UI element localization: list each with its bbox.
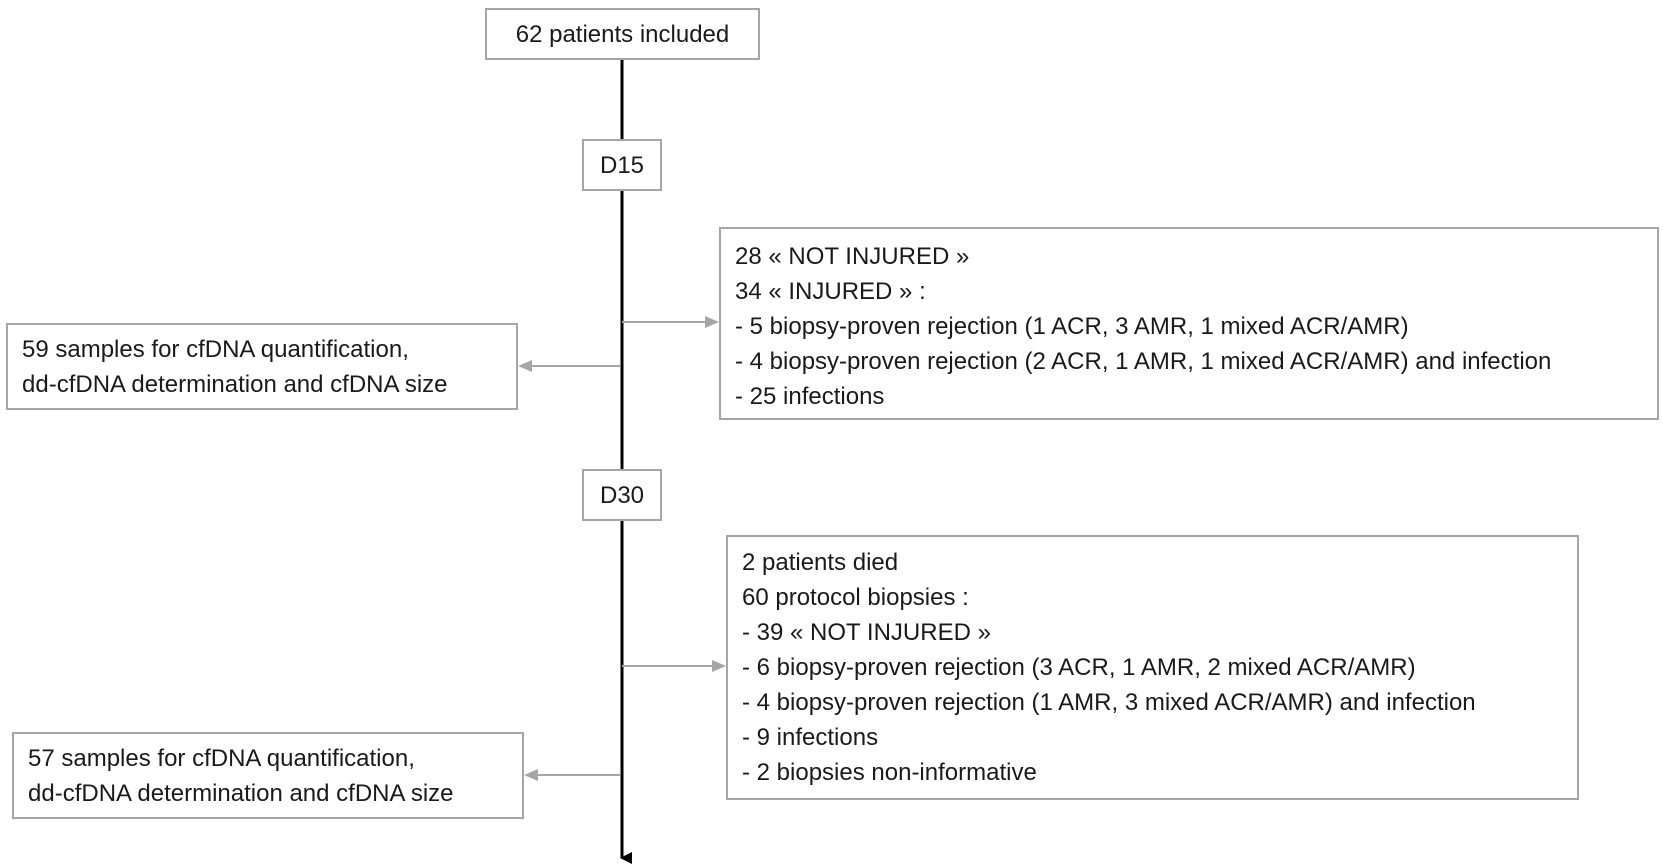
d15-samples-line: 59 samples for cfDNA quantification, (22, 336, 409, 363)
node-d30-outcomes: 2 patients died 60 protocol biopsies : -… (726, 535, 1579, 800)
d30-outcomes-line: - 4 biopsy-proven rejection (1 AMR, 3 mi… (742, 689, 1476, 716)
node-d15-label: D15 (599, 151, 645, 179)
d15-samples-line: dd-cfDNA determination and cfDNA size (22, 371, 448, 398)
node-d15-outcomes: 28 « NOT INJURED » 34 « INJURED » : - 5 … (719, 227, 1659, 420)
d15-outcomes-line: 34 « INJURED » : (735, 278, 926, 305)
node-d15-samples: 59 samples for cfDNA quantification, dd-… (6, 323, 518, 410)
d30-outcomes-line: - 6 biopsy-proven rejection (3 ACR, 1 AM… (742, 654, 1416, 681)
node-patients-included-label: 62 patients included (515, 20, 730, 48)
d15-outcomes-line: 28 « NOT INJURED » (735, 243, 970, 270)
d15-outcomes-line: - 5 biopsy-proven rejection (1 ACR, 3 AM… (735, 313, 1409, 340)
node-d15: D15 (582, 139, 662, 191)
node-patients-included: 62 patients included (485, 8, 760, 60)
d30-samples-line: dd-cfDNA determination and cfDNA size (28, 780, 454, 807)
node-d30-samples: 57 samples for cfDNA quantification, dd-… (12, 732, 524, 819)
d15-outcomes-line: - 4 biopsy-proven rejection (2 ACR, 1 AM… (735, 348, 1552, 375)
d30-outcomes-line: 60 protocol biopsies : (742, 584, 969, 611)
node-d30: D30 (582, 469, 662, 521)
d30-outcomes-line: 2 patients died (742, 549, 899, 576)
d30-samples-line: 57 samples for cfDNA quantification, (28, 745, 415, 772)
d30-outcomes-line: - 39 « NOT INJURED » (742, 619, 991, 646)
d30-outcomes-line: - 2 biopsies non-informative (742, 759, 1037, 786)
d15-outcomes-line: - 25 infections (735, 383, 885, 410)
node-d30-label: D30 (599, 481, 645, 509)
d30-outcomes-line: - 9 infections (742, 724, 879, 751)
